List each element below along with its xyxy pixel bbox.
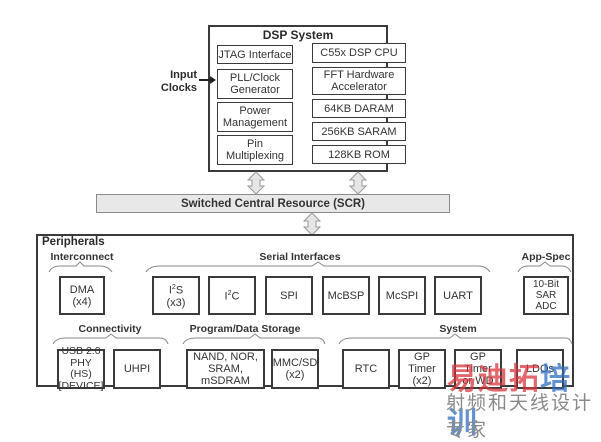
saram-256kb-block: 256KB SARAM [312,122,406,141]
rom-128kb-block: 128KB ROM [312,145,406,164]
uhpi-block: UHPI [113,349,161,389]
rtc-block: RTC [342,349,390,389]
group-label-serial-interfaces: Serial Interfaces [259,251,341,263]
watermark-subtitle: 射频和天线设计专家 [446,392,594,441]
bus-arrows [246,171,368,236]
power-management-block: Power Management [217,102,293,132]
brace-serial-interfaces [145,261,491,273]
adc-10bit-sar-block: 10-Bit SAR ADC [523,276,569,315]
diagram-lines [199,76,216,84]
jtag-interface-block: JTAG Interface [217,45,293,64]
i2c-block: I2C [208,276,256,315]
ldos-block: LDOs [516,349,564,389]
nand-nor-sram-block: NAND, NOR, SRAM, mSDRAM [186,349,265,389]
mcbsp-block: McBSP [322,276,370,315]
c55x-dsp-cpu-block: C55x DSP CPU [312,43,406,63]
group-label-app-spec: App-Spec [521,251,571,263]
group-label-interconnect: Interconnect [50,251,114,263]
gp-timer-block: GP Timer (x2) [398,349,446,389]
pin-multiplexing-block: Pin Multiplexing [217,135,293,165]
brace-connectivity [52,333,169,345]
brace-system [338,333,573,345]
dsp-scr-arrow-right [348,171,368,195]
mmc-sd-block: MMC/SD (x2) [271,349,319,389]
dsp-system-title: DSP System [262,28,334,42]
dsp-scr-arrow-left [246,171,266,195]
input-clocks-label: Input Clocks [160,69,197,94]
group-braces [48,261,573,345]
brace-interconnect [48,261,113,273]
i2s-block: I2S (x3) [152,276,200,315]
group-label-connectivity: Connectivity [78,323,142,335]
group-label-program-data-storage: Program/Data Storage [189,323,301,335]
gp-timer-or-wd-block: GP Timer or WD [454,349,502,389]
pll-clock-generator-block: PLL/Clock Generator [217,69,293,99]
daram-64kb-block: 64KB DARAM [312,99,406,118]
scr-label: Switched Central Resource (SCR) [180,197,366,210]
usb-phy-block: USB 2.0 PHY (HS) [DEVICE] [57,345,105,392]
spi-block: SPI [265,276,313,315]
scr-bar: Switched Central Resource (SCR) [96,194,450,213]
peripherals-title: Peripherals [42,236,105,248]
input-clock-arrow [199,76,216,84]
mcspi-block: McSPI [378,276,426,315]
dma-block: DMA (x4) [59,276,105,315]
group-label-system: System [439,323,477,335]
watermark-red-text: 易迪拓 [447,363,540,396]
fft-hardware-accelerator-block: FFT Hardware Accelerator [312,67,406,95]
uart-block: UART [434,276,482,315]
brace-program-data-storage [182,333,326,345]
brace-app-spec [517,261,572,273]
